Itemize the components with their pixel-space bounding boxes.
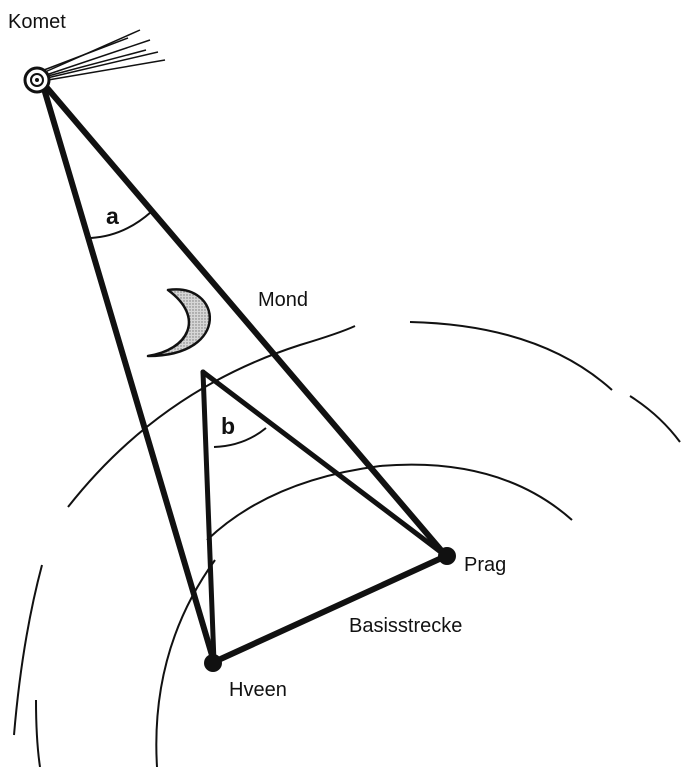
distance-arcs — [14, 322, 680, 767]
outer-arc-right — [410, 322, 612, 390]
label-prag: Prag — [464, 554, 506, 576]
label-angle-a: a — [106, 203, 119, 229]
angle-a-arc — [91, 212, 151, 238]
comet-icon — [25, 30, 165, 92]
label-basisstrecke: Basisstrecke — [349, 615, 462, 637]
label-komet: Komet — [8, 11, 66, 33]
baseline-line — [214, 556, 446, 662]
hveen-marker — [204, 654, 222, 672]
middle-arc — [207, 465, 572, 540]
far-left-arc-lower — [36, 700, 40, 767]
crescent-moon-icon — [148, 289, 210, 356]
line-komet-prag — [42, 82, 446, 556]
far-left-arc — [14, 565, 42, 735]
label-hveen: Hveen — [229, 679, 287, 701]
label-angle-b: b — [221, 413, 235, 439]
line-mond-hveen — [203, 372, 214, 662]
main-triangle — [42, 82, 446, 662]
prag-marker — [438, 547, 456, 565]
label-mond: Mond — [258, 289, 308, 311]
outer-arc-far-right — [630, 396, 680, 442]
line-komet-hveen — [42, 82, 214, 662]
